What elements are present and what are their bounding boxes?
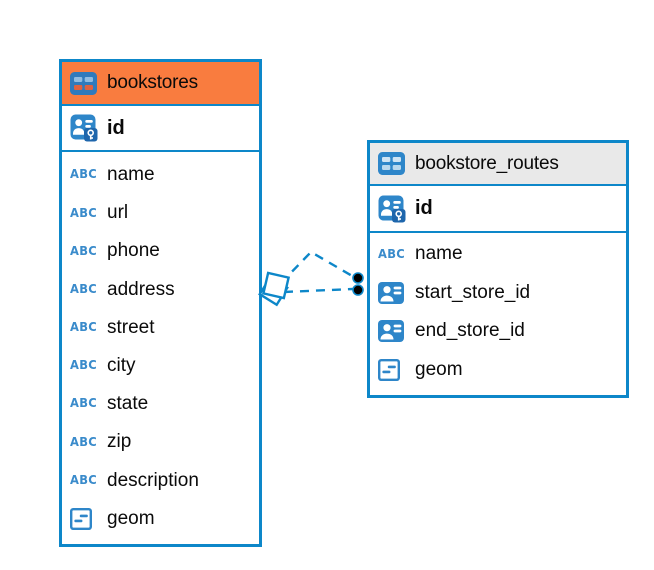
relationship-line [283,287,354,294]
column-row[interactable]: geom [370,351,626,390]
column-row[interactable]: ABC name [370,235,626,274]
table-bookstores[interactable]: bookstores id ABC [59,59,262,547]
column-label: street [107,316,155,338]
column-list: ABC name start_store_id [370,233,626,389]
reference-type-icon [378,320,406,343]
column-row[interactable]: ABC address [62,271,259,309]
table-header-bookstore-routes[interactable]: bookstore_routes [370,143,626,186]
column-row-id[interactable]: id [62,106,259,152]
column-label: address [107,278,175,300]
table-grid-icon [70,71,98,95]
column-list: ABC name ABC url ABC phone ABC address A… [62,152,259,538]
geometry-type-icon [378,358,406,381]
relationship-endpoint-dot [352,272,364,284]
column-row[interactable]: ABC url [62,194,259,232]
text-type-icon: ABC [70,357,98,373]
primary-key-label: id [415,197,433,219]
column-label: city [107,355,136,377]
primary-key-icon [378,195,406,223]
text-type-icon: ABC [378,246,406,261]
column-label: phone [107,240,160,262]
text-type-icon: ABC [70,319,98,335]
column-row[interactable]: start_store_id [370,274,626,313]
relationship-endpoint-dot [352,284,364,296]
column-row[interactable]: geom [62,500,259,538]
text-type-icon: ABC [70,166,98,182]
table-title: bookstores [107,72,198,93]
relationship-diamond-marker [258,271,291,307]
text-type-icon: ABC [70,281,98,297]
column-label: zip [107,431,132,453]
primary-key-label: id [107,116,125,139]
column-label: description [107,469,199,491]
text-type-icon: ABC [70,434,98,449]
text-type-icon: ABC [70,396,98,411]
column-label: geom [107,507,155,529]
reference-type-icon [378,281,406,304]
column-label: geom [415,358,463,380]
column-row[interactable]: end_store_id [370,312,626,351]
column-label: start_store_id [415,281,531,303]
text-type-icon: ABC [70,472,98,488]
relationship-line [280,250,355,284]
column-label: state [107,393,149,415]
table-header-bookstores[interactable]: bookstores [62,62,259,106]
text-type-icon: ABC [70,243,98,259]
table-grid-icon [378,152,406,175]
column-row[interactable]: ABC state [62,385,259,423]
column-label: url [107,202,129,224]
column-label: end_store_id [415,320,525,342]
primary-key-icon [70,114,98,142]
text-type-icon: ABC [70,205,98,220]
geometry-type-icon [70,507,98,530]
column-row[interactable]: ABC street [62,309,259,347]
column-label: name [107,164,155,186]
table-bookstore-routes[interactable]: bookstore_routes id ABC [367,140,629,398]
column-row[interactable]: ABC phone [62,232,259,270]
column-row-id[interactable]: id [370,186,626,233]
table-title: bookstore_routes [415,152,559,174]
column-row[interactable]: ABC name [62,156,259,194]
column-label: name [415,243,463,265]
column-row[interactable]: ABC description [62,462,259,500]
column-row[interactable]: ABC city [62,347,259,385]
column-row[interactable]: ABC zip [62,423,259,461]
